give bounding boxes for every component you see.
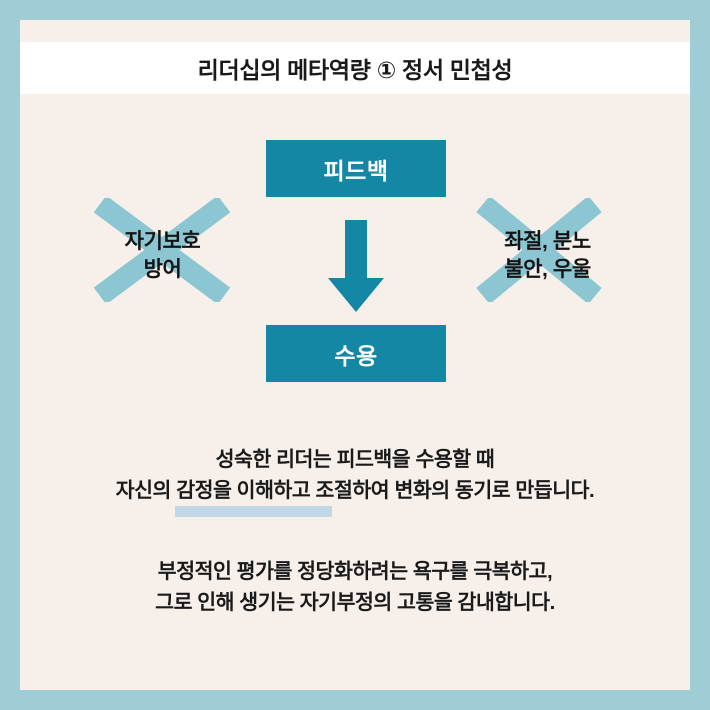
paragraph-2: 부정적인 평가를 정당화하려는 욕구를 극복하고, 그로 인해 생기는 자기부정…: [20, 556, 690, 618]
card-inner-panel: 리더십의 메타역량 ① 정서 민첩성 피드백 수용: [20, 20, 690, 690]
paragraph-1: 성숙한 리더는 피드백을 수용할 때 자신의 감정을 이해하고 조절하여 변화의…: [20, 444, 690, 506]
flow-box-acceptance: 수용: [266, 325, 446, 382]
right-mark-label-line-1: 좌절, 분노: [504, 230, 591, 253]
flow-box-feedback: 피드백: [266, 140, 446, 197]
down-arrow-icon: [328, 220, 384, 312]
left-mark-label-line-2: 방어: [143, 258, 182, 282]
right-mark-label: 좌절, 분노 불안, 우울: [445, 228, 650, 284]
highlight-marker: [175, 506, 332, 517]
body-text-block: 성숙한 리더는 피드백을 수용할 때 자신의 감정을 이해하고 조절하여 변화의…: [20, 444, 690, 619]
flow-box-feedback-label: 피드백: [323, 157, 389, 184]
right-mark-label-line-2: 불안, 우울: [504, 258, 591, 282]
flow-box-acceptance-label: 수용: [334, 342, 378, 369]
page-title: 리더십의 메타역량 ① 정서 민첩성: [197, 57, 513, 83]
title-band: 리더십의 메타역량 ① 정서 민첩성: [20, 42, 690, 94]
paragraph-1-line-1: 성숙한 리더는 피드백을 수용할 때: [215, 448, 495, 471]
paragraph-2-line-1: 부정적인 평가를 정당화하려는 욕구를 극복하고,: [157, 560, 553, 584]
paragraph-2-line-2: 그로 인해 생기는 자기부정의 고통을 감내합니다.: [155, 591, 555, 615]
left-mark-label-line-1: 자기보호: [124, 230, 201, 253]
x-mark-icon-right: [476, 198, 602, 302]
x-mark-icon-left: [93, 198, 231, 302]
paragraph-1-line-2: 자신의 감정을 이해하고 조절하여 변화의 동기로 만듭니다.: [115, 479, 595, 503]
left-mark-label: 자기보호 방어: [60, 228, 265, 284]
